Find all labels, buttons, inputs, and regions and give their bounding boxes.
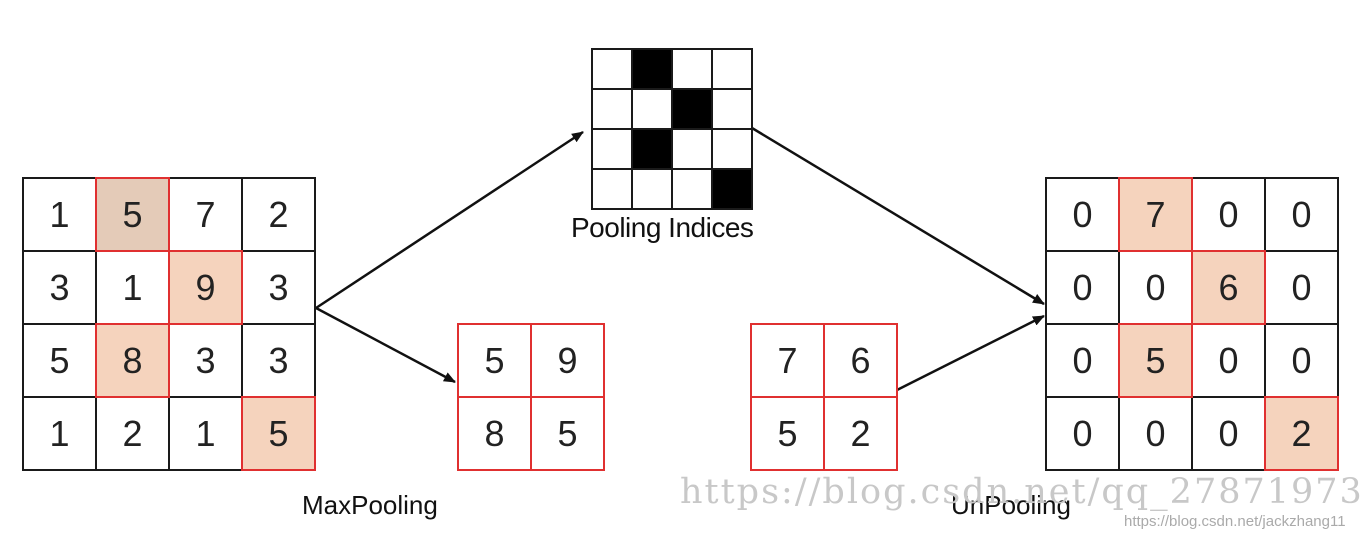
maxpooling-label: MaxPooling xyxy=(302,490,438,520)
matrix-cell: 8 xyxy=(457,396,532,471)
index-cell xyxy=(591,88,633,130)
index-cell xyxy=(671,48,713,90)
index-cell xyxy=(711,88,753,130)
matrix-cell-highlighted: 7 xyxy=(1118,177,1193,252)
index-cell xyxy=(631,88,673,130)
matrix-cell: 3 xyxy=(22,250,97,325)
matrix-cell-highlighted: 8 xyxy=(95,323,170,398)
index-cell xyxy=(631,168,673,210)
watermark-sub: https://blog.csdn.net/jackzhang11 xyxy=(1124,513,1346,530)
matrix-cell: 0 xyxy=(1264,177,1339,252)
index-cell xyxy=(711,48,753,90)
matrix-cell: 0 xyxy=(1045,323,1120,398)
matrix-cell: 0 xyxy=(1118,250,1193,325)
index-cell-active xyxy=(631,48,673,90)
arrow-input-to-indices xyxy=(315,130,584,310)
index-cell xyxy=(591,48,633,90)
matrix-cell-highlighted: 2 xyxy=(1264,396,1339,471)
matrix-cell: 0 xyxy=(1118,396,1193,471)
index-cell-active xyxy=(671,88,713,130)
matrix-cell: 0 xyxy=(1191,396,1266,471)
arrow-unpool-input-to-unpooled xyxy=(896,314,1045,392)
index-cell-active xyxy=(711,168,753,210)
arrow-input-to-pooled xyxy=(315,306,456,384)
matrix-cell: 5 xyxy=(530,396,605,471)
matrix-cell: 0 xyxy=(1045,177,1120,252)
matrix-cell: 9 xyxy=(530,323,605,398)
matrix-cell: 1 xyxy=(22,396,97,471)
matrix-cell: 5 xyxy=(457,323,532,398)
matrix-cell: 3 xyxy=(241,323,316,398)
matrix-cell-highlighted: 5 xyxy=(241,396,316,471)
matrix-cell: 1 xyxy=(22,177,97,252)
matrix-cell: 2 xyxy=(823,396,898,471)
matrix-cell: 2 xyxy=(241,177,316,252)
index-cell xyxy=(591,168,633,210)
matrix-cell: 6 xyxy=(823,323,898,398)
matrix-cell: 5 xyxy=(22,323,97,398)
matrix-cell: 0 xyxy=(1264,250,1339,325)
matrix-cell-highlighted: 5 xyxy=(95,177,170,252)
matrix-cell: 0 xyxy=(1191,323,1266,398)
unpooling-label: UnPooling xyxy=(951,490,1071,520)
watermark-main: https://blog.csdn.net/qq_27871973 xyxy=(680,472,1364,512)
matrix-cell: 3 xyxy=(168,323,243,398)
matrix-cell: 3 xyxy=(241,250,316,325)
matrix-cell: 0 xyxy=(1191,177,1266,252)
pooling-indices-grid xyxy=(591,48,753,210)
matrix-cell: 1 xyxy=(95,250,170,325)
index-cell-active xyxy=(631,128,673,170)
index-cell xyxy=(591,128,633,170)
matrix-cell: 0 xyxy=(1264,323,1339,398)
matrix-cell: 7 xyxy=(750,323,825,398)
index-cell xyxy=(671,168,713,210)
matrix-cell-highlighted: 6 xyxy=(1191,250,1266,325)
matrix-cell: 0 xyxy=(1045,250,1120,325)
matrix-cell: 5 xyxy=(750,396,825,471)
matrix-cell-highlighted: 9 xyxy=(168,250,243,325)
pooling-indices-label: Pooling Indices xyxy=(571,212,754,243)
matrix-cell: 2 xyxy=(95,396,170,471)
matrix-cell-highlighted: 5 xyxy=(1118,323,1193,398)
matrix-cell: 0 xyxy=(1045,396,1120,471)
matrix-cell: 1 xyxy=(168,396,243,471)
matrix-cell: 7 xyxy=(168,177,243,252)
index-cell xyxy=(671,128,713,170)
arrow-indices-to-unpooled xyxy=(751,126,1045,306)
index-cell xyxy=(711,128,753,170)
